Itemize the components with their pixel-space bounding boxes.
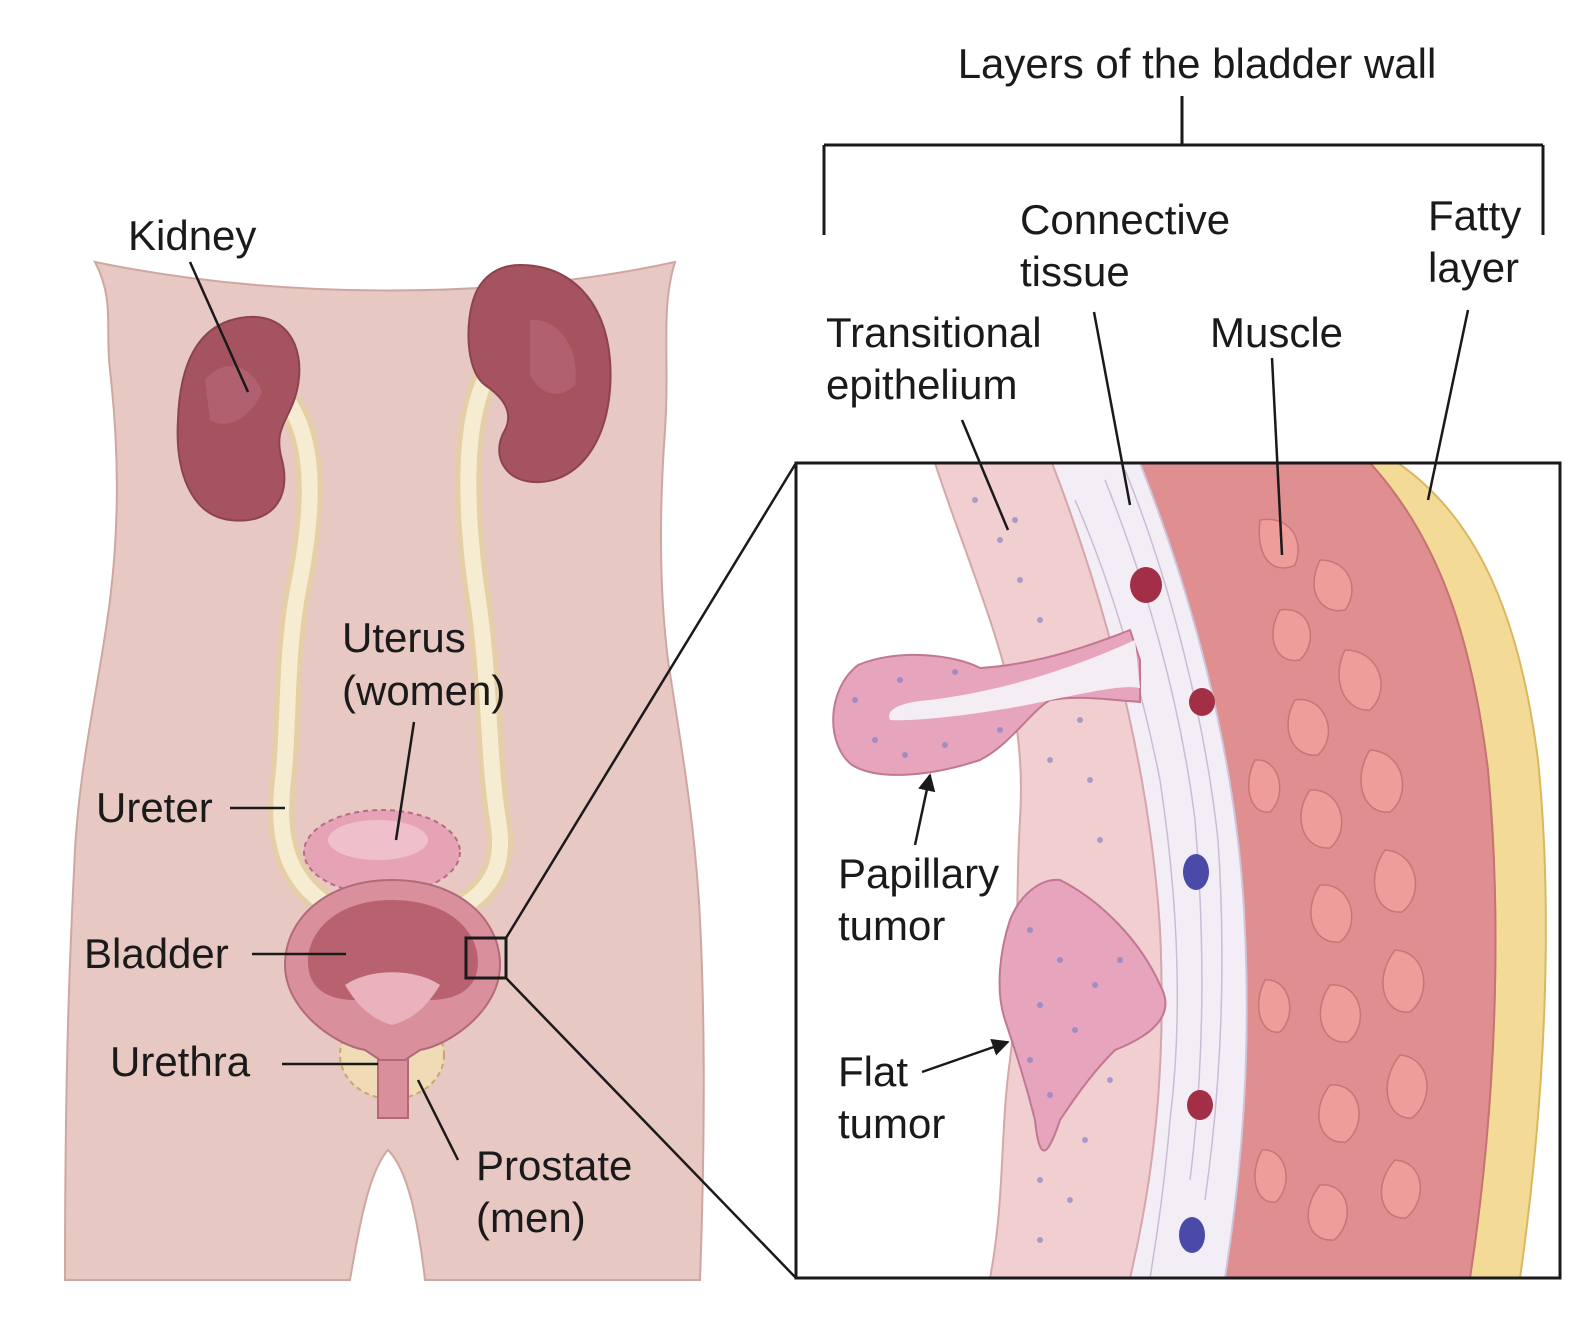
vessel-blue-1 <box>1183 854 1209 890</box>
kidneys <box>176 263 612 522</box>
flat-arrow <box>921 1038 1010 1074</box>
prostate-leader <box>416 1079 460 1161</box>
label-prostate-line1: Prostate <box>476 1142 632 1189</box>
label-papillary-line2: tumor <box>838 902 945 949</box>
label-uterus-line1: Uterus <box>342 614 466 661</box>
left-ureter-inner <box>273 397 328 908</box>
label-kidney: Kidney <box>128 212 256 259</box>
ureters <box>268 367 514 918</box>
label-fatty-line2: layer <box>1428 244 1519 291</box>
label-connective-line1: Connective <box>1020 196 1230 243</box>
vessel-red-2 <box>1189 688 1215 716</box>
zoom-line-top <box>504 462 798 939</box>
leader-lines <box>188 261 1470 1161</box>
papillary-arrow <box>913 773 936 846</box>
kidney-leader <box>188 261 250 393</box>
label-connective-line2: tissue <box>1020 248 1130 295</box>
inset-frame <box>794 461 1562 1280</box>
label-papillary-line1: Papillary <box>838 850 999 897</box>
right-ureter-inner <box>457 372 509 913</box>
flat-tumor-cells <box>1027 927 1123 1098</box>
label-uterus-line2: (women) <box>342 667 505 714</box>
bladder-zoom-box <box>464 936 508 980</box>
blood-vessels <box>1130 567 1215 1253</box>
zoom-line-bottom <box>505 977 797 1279</box>
muscle-bundles <box>1247 518 1428 1241</box>
uterus-leader <box>394 721 416 841</box>
vessel-red-1 <box>1130 567 1162 603</box>
vessel-red-3 <box>1187 1090 1213 1120</box>
uterus-highlight <box>328 820 428 860</box>
label-flat-line1: Flat <box>838 1048 908 1095</box>
fatty-leader <box>1426 309 1470 501</box>
muscle-leader <box>1270 357 1284 556</box>
bladder-inner-wall <box>308 900 478 1000</box>
right-kidney-highlight <box>530 319 576 394</box>
label-transitional-line1: Transitional <box>826 309 1042 356</box>
uterus <box>303 809 461 895</box>
papillary-stalk <box>889 640 1140 721</box>
label-ureter: Ureter <box>96 784 213 831</box>
bladder <box>283 878 502 1061</box>
layers-bracket <box>822 96 1545 235</box>
flat-tumor-shape <box>998 878 1167 1152</box>
bladder-wall-section <box>796 463 1560 1278</box>
title-layers-of-bladder-wall: Layers of the bladder wall <box>958 40 1437 87</box>
label-bladder: Bladder <box>84 930 229 977</box>
vessel-blue-2 <box>1179 1217 1205 1253</box>
left-kidney-highlight <box>205 366 262 424</box>
label-muscle: Muscle <box>1210 309 1343 356</box>
label-urethra: Urethra <box>110 1038 251 1085</box>
label-fatty-line1: Fatty <box>1428 192 1521 239</box>
papillary-cells <box>852 669 1003 758</box>
transitional-leader <box>960 419 1010 531</box>
bladder-trigone <box>345 972 440 1025</box>
label-transitional-line2: epithelium <box>826 361 1017 408</box>
connective-leader <box>1092 311 1132 506</box>
label-flat-line2: tumor <box>838 1100 945 1147</box>
label-prostate-line2: (men) <box>476 1194 586 1241</box>
